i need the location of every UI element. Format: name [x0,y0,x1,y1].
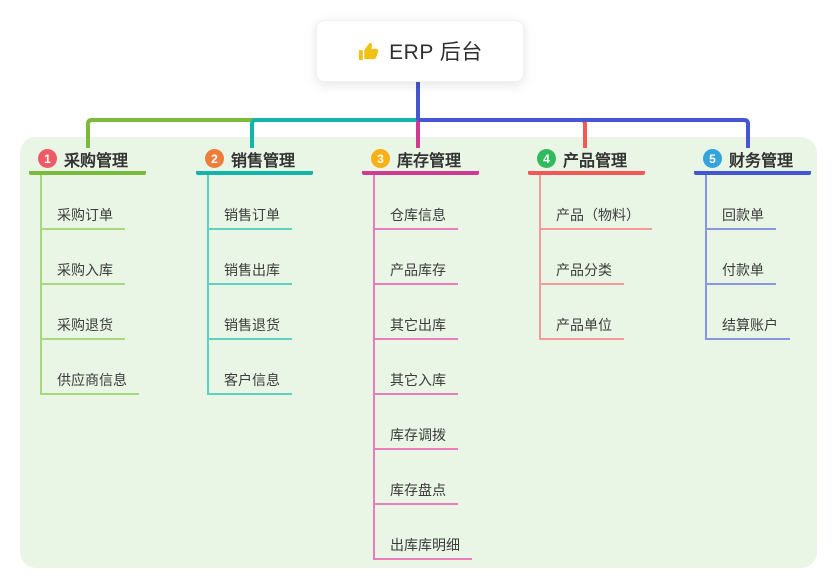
branch-title-5[interactable]: 5 财务管理 [694,146,811,175]
item-label: 产品分类 [556,262,612,278]
branch-title-4[interactable]: 4 产品管理 [528,146,645,175]
branch-items: 回款单付款单结算账户 [694,175,811,340]
item-node[interactable]: 采购入库 [40,230,125,285]
item-label: 销售订单 [224,207,280,223]
item-node[interactable]: 销售出库 [207,230,292,285]
branch-number-badge: 5 [703,149,722,168]
branch-items: 销售订单销售出库销售退货客户信息 [196,175,313,395]
item-node[interactable]: 库存盘点 [373,450,458,505]
item-node[interactable]: 仓库信息 [373,175,458,230]
branch-title-label: 财务管理 [729,152,794,170]
item-node[interactable]: 其它出库 [373,285,458,340]
branch-items: 仓库信息产品库存其它出库其它入库库存调拨库存盘点出库库明细 [362,175,479,560]
branch-title-3[interactable]: 3 库存管理 [362,146,479,175]
item-label: 采购退货 [57,317,113,333]
item-node[interactable]: 销售退货 [207,285,292,340]
item-label: 产品库存 [390,262,446,278]
branch-items: 产品（物料） 产品分类产品单位 [528,175,652,340]
branch-connector-line [705,175,707,340]
item-label: 其它入库 [390,372,446,388]
item-node[interactable]: 产品（物料） [539,175,652,230]
item-label: 库存调拨 [390,427,446,443]
item-label: 采购入库 [57,262,113,278]
branch-title-label: 销售管理 [231,152,296,170]
branch-connector-line [207,175,209,395]
branch-number-badge: 2 [205,149,224,168]
item-label: 回款单 [722,207,764,223]
item-label: 结算账户 [722,317,778,333]
item-label: 付款单 [722,262,764,278]
branch-column-2: 2 销售管理 销售订单销售出库销售退货客户信息 [196,146,313,395]
branch-title-label: 产品管理 [563,152,628,170]
item-node[interactable]: 其它入库 [373,340,458,395]
item-node[interactable]: 供应商信息 [40,340,139,395]
item-label: 供应商信息 [57,372,127,388]
thumbs-up-icon [359,42,379,60]
item-node[interactable]: 销售订单 [207,175,292,230]
item-label: 销售退货 [224,317,280,333]
item-node[interactable]: 付款单 [705,230,776,285]
item-node[interactable]: 产品单位 [539,285,624,340]
item-node[interactable]: 库存调拨 [373,395,458,450]
branch-title-2[interactable]: 2 销售管理 [196,146,313,175]
branch-connector-line [373,175,375,560]
branch-title-label: 库存管理 [397,152,462,170]
item-label: 库存盘点 [390,482,446,498]
branch-column-4: 4 产品管理 产品（物料） 产品分类产品单位 [528,146,652,340]
branch-title-label: 采购管理 [64,152,129,170]
branch-title-1[interactable]: 1 采购管理 [29,146,146,175]
branch-connector-line [539,175,541,340]
item-node[interactable]: 客户信息 [207,340,292,395]
item-node[interactable]: 采购退货 [40,285,125,340]
branch-items: 采购订单采购入库采购退货供应商信息 [29,175,146,395]
item-node[interactable]: 回款单 [705,175,776,230]
item-node[interactable]: 结算账户 [705,285,790,340]
item-label: 其它出库 [390,317,446,333]
branch-number-badge: 4 [537,149,556,168]
item-label: 产品（物料） [556,207,640,223]
branch-column-5: 5 财务管理 回款单付款单结算账户 [694,146,811,340]
branch-number-badge: 3 [371,149,390,168]
item-node[interactable]: 产品分类 [539,230,624,285]
branch-column-1: 1 采购管理 采购订单采购入库采购退货供应商信息 [29,146,146,395]
item-label: 客户信息 [224,372,280,388]
branch-column-3: 3 库存管理 仓库信息产品库存其它出库其它入库库存调拨库存盘点出库库明细 [362,146,479,560]
item-label: 销售出库 [224,262,280,278]
root-node[interactable]: ERP 后台 [316,20,524,82]
background-panel [20,137,817,568]
item-node[interactable]: 产品库存 [373,230,458,285]
item-node[interactable]: 采购订单 [40,175,125,230]
item-label: 采购订单 [57,207,113,223]
branch-connector-line [40,175,42,395]
item-node[interactable]: 出库库明细 [373,505,472,560]
root-title: ERP 后台 [389,41,483,64]
item-label: 产品单位 [556,317,612,333]
branch-number-badge: 1 [38,149,57,168]
item-label: 仓库信息 [390,207,446,223]
item-label: 出库库明细 [390,537,460,553]
